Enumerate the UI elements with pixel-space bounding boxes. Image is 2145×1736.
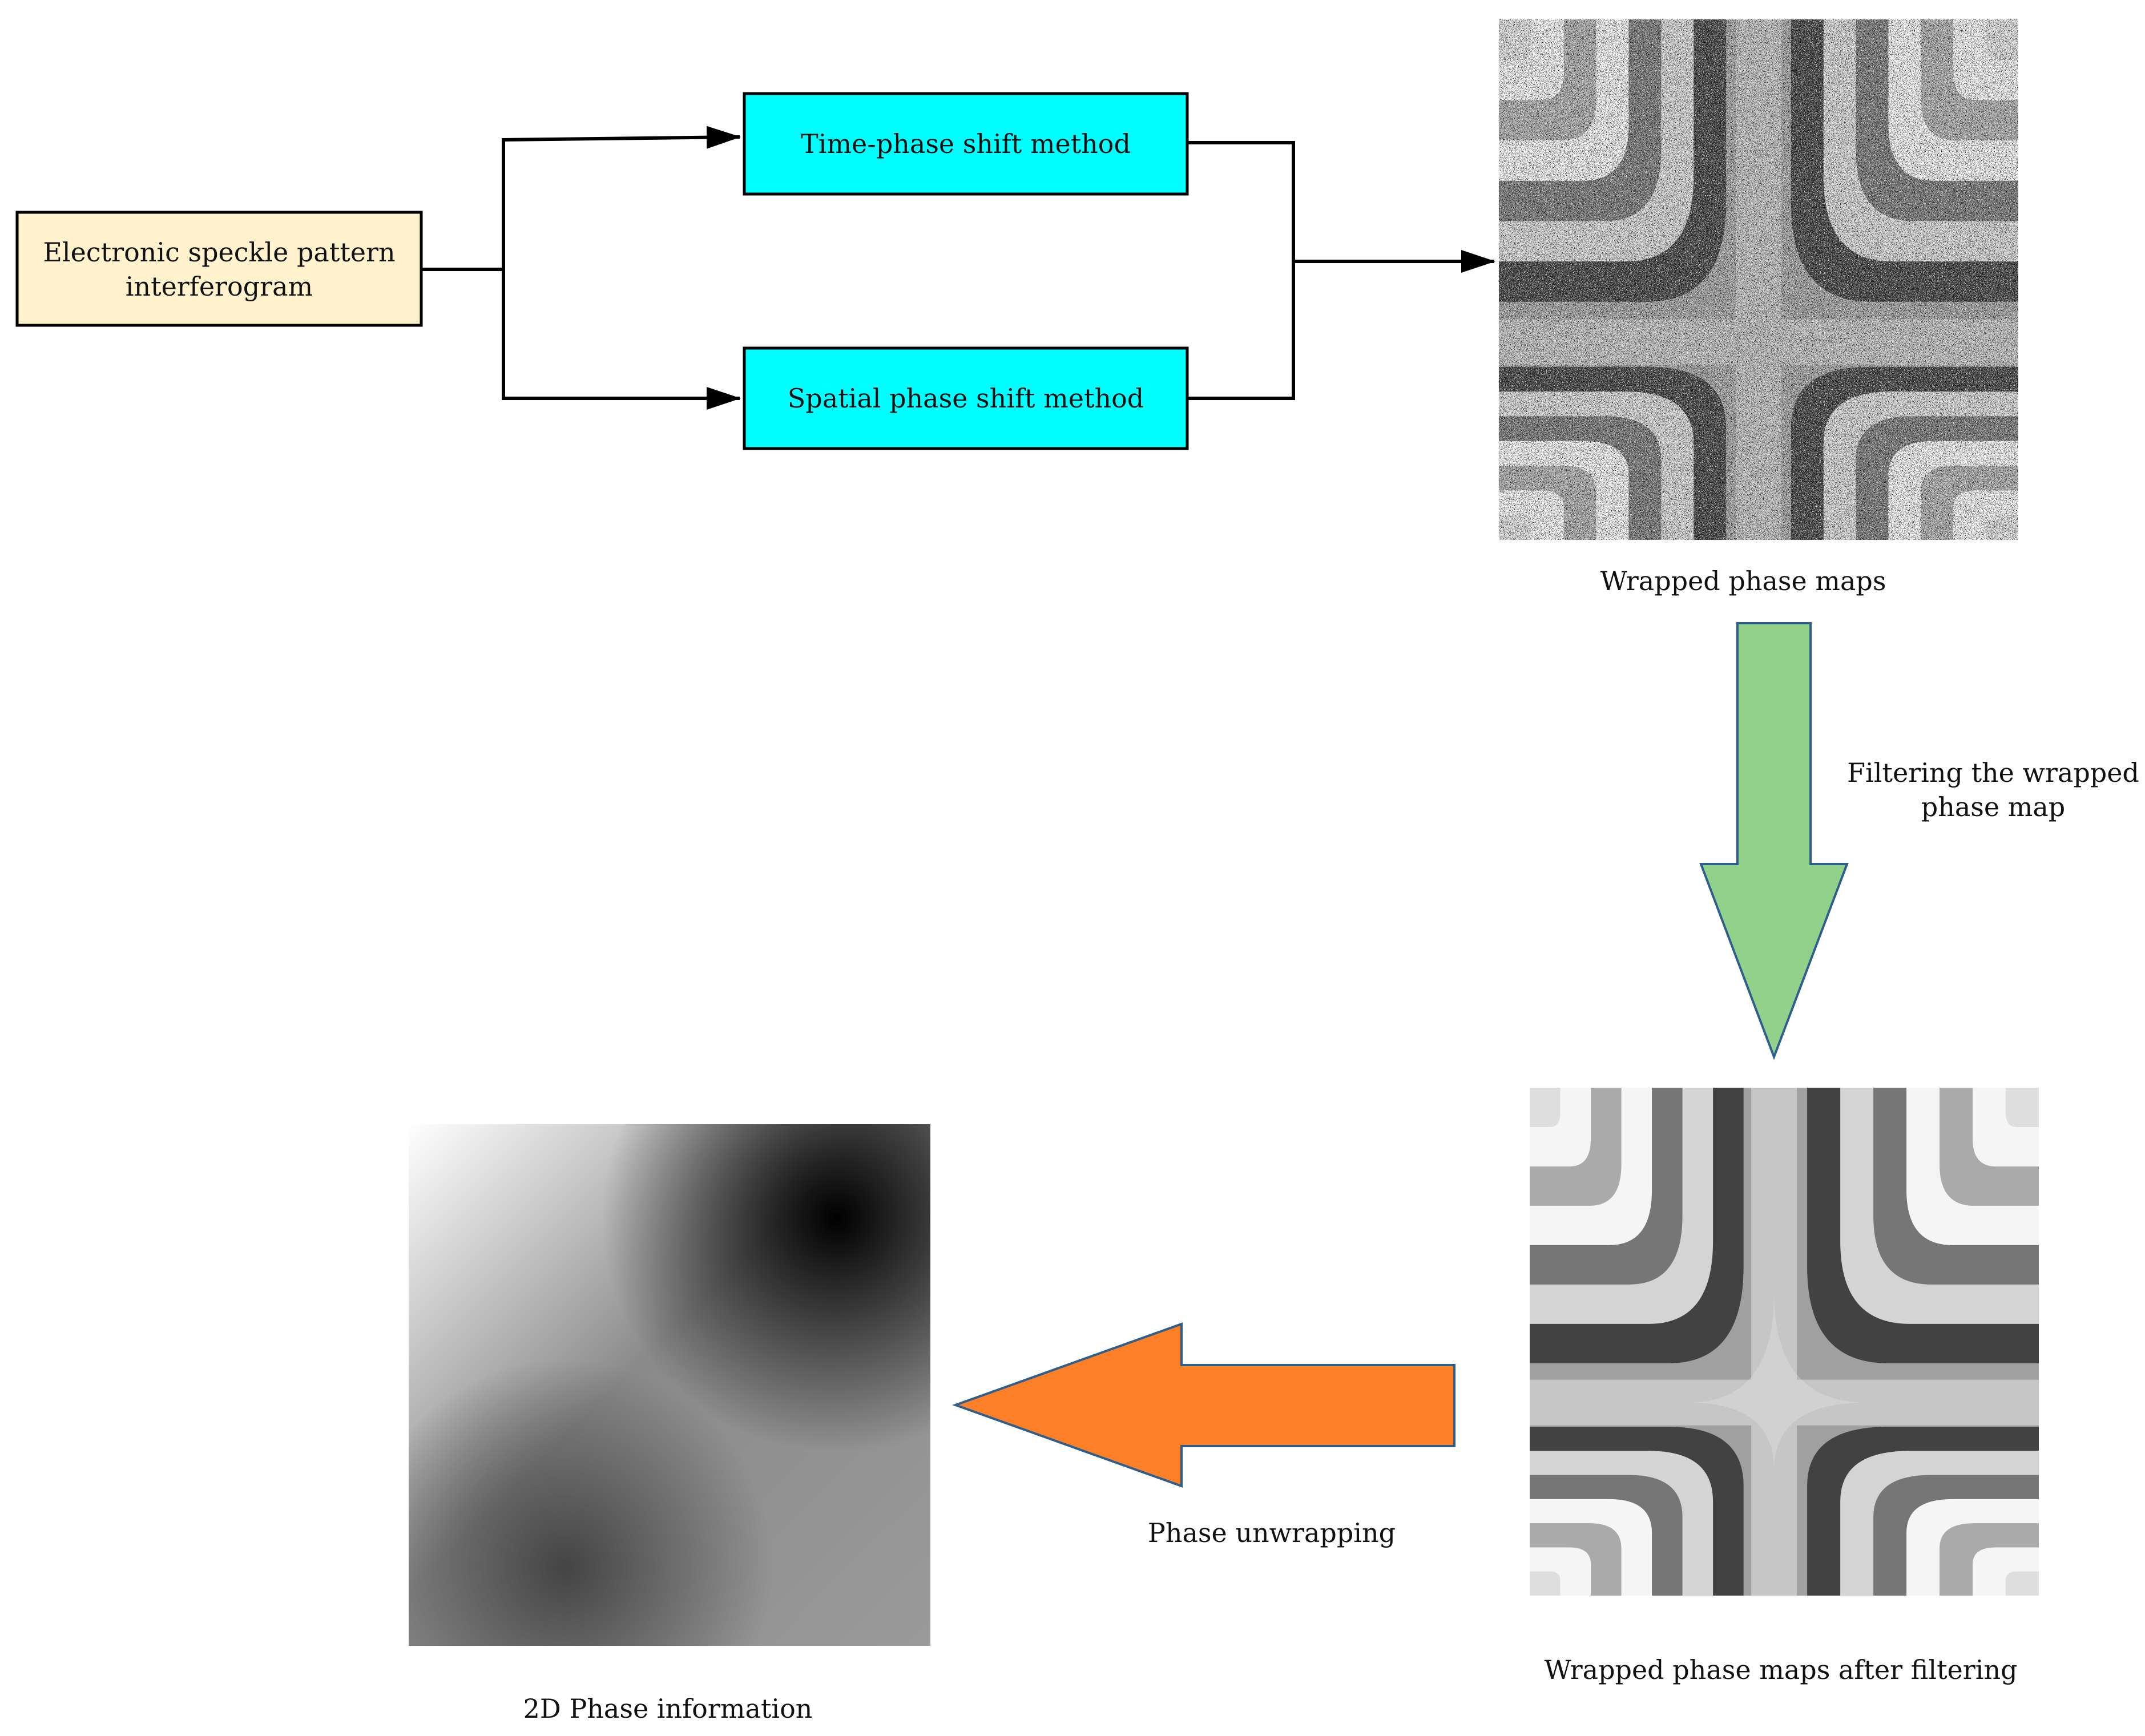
unwrapped-phase-image [409, 1124, 930, 1646]
fringe-band [2006, 1571, 2039, 1596]
fringe-band [1530, 1088, 1561, 1127]
fringe-cross [1530, 1088, 2039, 1596]
filtered-phase-caption: Wrapped phase maps after filtering [1544, 1654, 2017, 1685]
time-phase-node: Time-phase shift method [743, 92, 1189, 196]
wrapped-phase-caption: Wrapped phase maps [1600, 566, 1886, 596]
unwrapping-arrow [952, 1322, 1455, 1488]
source-box [15, 211, 423, 327]
fringe-band [1530, 1571, 1561, 1596]
to-time-phase-arrow [502, 126, 741, 398]
merge-connector [1187, 141, 1295, 400]
spatial-phase-label: Spatial phase shift method [788, 383, 1144, 414]
spatial-phase-node: Spatial phase shift method [743, 346, 1189, 450]
source-label-line-1: Electronic speckle pattern [43, 237, 395, 268]
filtering-label-line-1: Filtering the wrapped [1847, 757, 2139, 788]
spatial-phase-box [743, 346, 1189, 450]
time-phase-box [743, 92, 1189, 196]
fringe-band [2006, 1088, 2039, 1127]
source-label-line-2: interferogram [126, 271, 313, 302]
unwrapping-label: Phase unwrapping [1148, 1517, 1396, 1548]
filtered-phase-image [1530, 1088, 2039, 1596]
to-spatial-phase-arrow [502, 269, 741, 410]
filtering-arrow [1699, 622, 1849, 1060]
wrapped-phase-image [1499, 19, 2018, 540]
connectors [421, 126, 1495, 410]
source-node: Electronic speckle pattern interferogram [15, 211, 423, 327]
unwrapped-phase-caption: 2D Phase information [523, 1693, 813, 1724]
filtering-label-line-2: phase map [1921, 792, 2065, 822]
time-phase-label: Time-phase shift method [801, 128, 1131, 159]
